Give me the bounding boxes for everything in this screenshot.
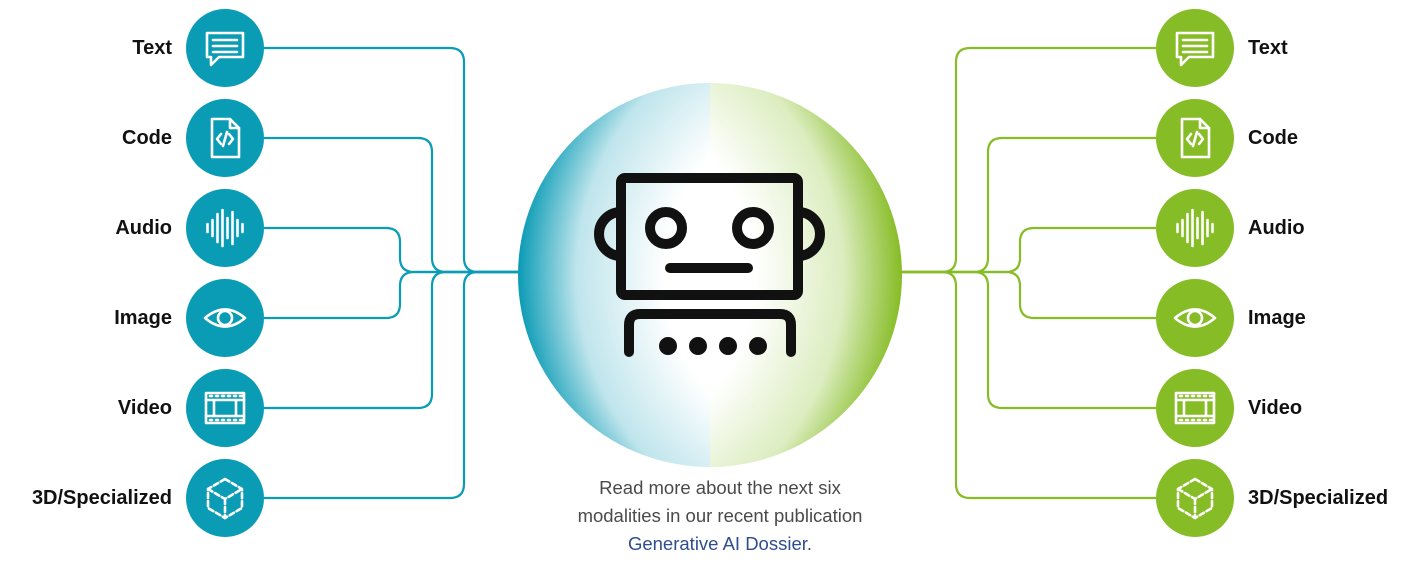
center-orb xyxy=(518,83,902,467)
modality-label: 3D/Specialized xyxy=(1248,487,1389,509)
code-file-icon xyxy=(1180,117,1211,159)
caption-line-3: Generative AI Dossier. xyxy=(500,530,940,558)
caption: Read more about the next six modalities … xyxy=(500,474,940,558)
left-connector-lines xyxy=(264,46,520,500)
caption-line-2: modalities in our recent publication xyxy=(577,505,863,526)
modality-label: Audio xyxy=(115,217,172,239)
left-modality-nodes xyxy=(186,9,264,537)
modality-label: Code xyxy=(1248,127,1298,149)
modality-label: 3D/Specialized xyxy=(31,487,172,509)
connector-line xyxy=(900,270,1156,410)
sound-wave-icon xyxy=(1176,208,1214,248)
modality-label: Image xyxy=(1248,307,1306,329)
modality-node-code[interactable] xyxy=(1156,99,1234,177)
sound-wave-icon xyxy=(206,208,244,248)
connector-line xyxy=(900,136,1156,274)
film-strip-icon xyxy=(1174,391,1216,425)
publication-link[interactable]: Generative AI Dossier xyxy=(627,533,807,554)
connector-line xyxy=(264,270,520,320)
connector-line xyxy=(900,226,1156,274)
modality-label: Video xyxy=(1248,397,1303,419)
connector-line xyxy=(264,46,520,274)
modality-node-audio[interactable] xyxy=(1156,189,1234,267)
connector-line xyxy=(900,270,1156,320)
connector-line xyxy=(264,226,520,274)
modality-node-video[interactable] xyxy=(1156,369,1234,447)
modality-label: Image xyxy=(114,307,172,329)
modality-label: Code xyxy=(122,127,172,149)
modality-node-3d-specialized[interactable] xyxy=(186,459,264,537)
eye-icon xyxy=(203,308,247,328)
modality-node-video[interactable] xyxy=(186,369,264,447)
modality-node-image[interactable] xyxy=(186,279,264,357)
cube-icon xyxy=(206,477,244,520)
connector-line xyxy=(900,46,1156,274)
connector-line xyxy=(900,270,1156,500)
caption-line-1: Read more about the next six xyxy=(599,477,841,498)
connector-line xyxy=(264,270,520,410)
connector-line xyxy=(264,136,520,274)
modality-node-text[interactable] xyxy=(1156,9,1234,87)
modality-node-text[interactable] xyxy=(186,9,264,87)
right-connector-lines xyxy=(900,46,1156,500)
chat-bubble-icon xyxy=(205,31,245,67)
cube-icon xyxy=(1176,477,1214,520)
right-modality-nodes xyxy=(1156,9,1234,537)
modality-label: Text xyxy=(132,37,172,59)
modality-label: Text xyxy=(1248,37,1288,59)
modality-node-3d-specialized[interactable] xyxy=(1156,459,1234,537)
modality-node-image[interactable] xyxy=(1156,279,1234,357)
chat-bubble-icon xyxy=(1175,31,1215,67)
connector-line xyxy=(264,270,520,500)
modality-label: Video xyxy=(117,397,172,419)
robot-icon xyxy=(594,173,825,357)
code-file-icon xyxy=(210,117,241,159)
modality-label: Audio xyxy=(1248,217,1305,239)
modality-node-code[interactable] xyxy=(186,99,264,177)
modality-node-audio[interactable] xyxy=(186,189,264,267)
film-strip-icon xyxy=(204,391,246,425)
eye-icon xyxy=(1173,308,1217,328)
caption-trailing: . xyxy=(806,533,813,554)
